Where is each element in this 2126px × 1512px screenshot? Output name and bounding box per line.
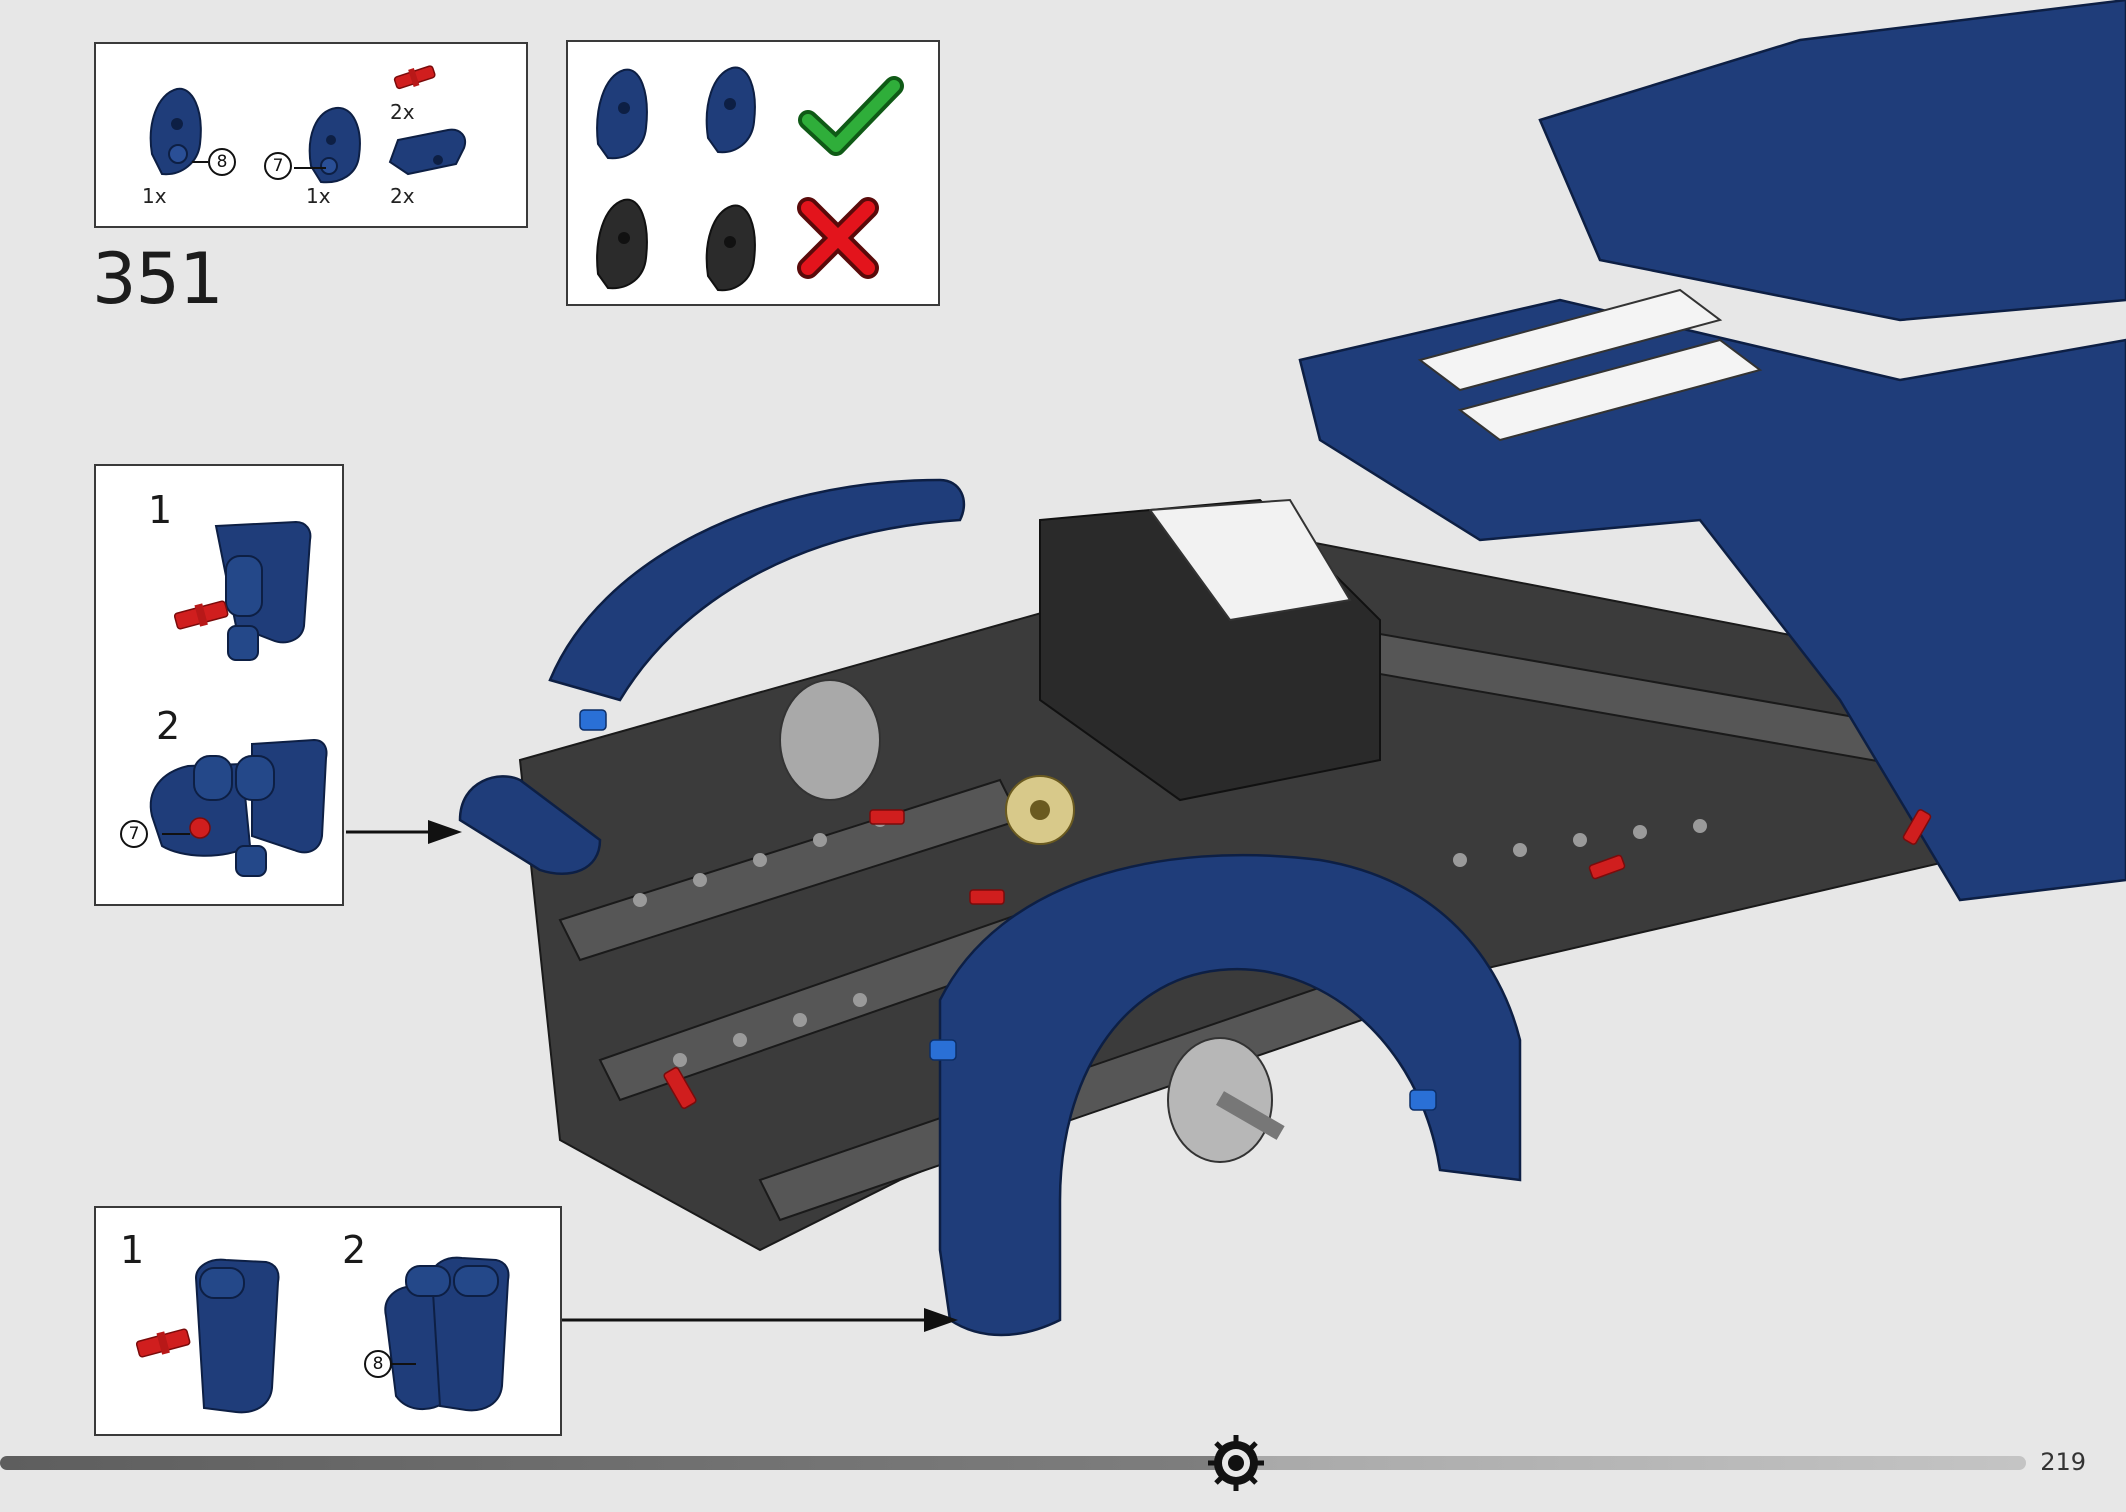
color-check-illustrations [596,66,904,292]
red-x-icon [797,197,879,279]
part-quantity: 1x [306,184,331,208]
substep-box-bottom: 1 2 8 [94,1206,562,1436]
position-label: 8 [364,1350,392,1378]
color-check-box [566,40,940,306]
blue-panel-part-icon [388,128,466,176]
blue-fairing-part-icon [149,87,202,176]
substep-illustrations [149,520,328,877]
substep-number: 2 [342,1228,367,1272]
part-quantity: 2x [390,184,415,208]
blue-front-fender [938,853,1522,1337]
blue-front-arch-left [458,478,966,875]
blue-fender-assembled-icon [384,1256,510,1412]
parts-list-box: 1x 1x 2x 2x 8 7 [94,42,528,228]
blue-fairing-part-icon [308,106,361,184]
wrong-black-part-icon [705,204,756,292]
progress-marker-icon [1208,1435,1264,1491]
position-label: 7 [264,152,292,180]
blue-fairing-assembled-icon [149,738,328,877]
substep-illustrations [135,1256,510,1414]
chassis-beams [558,618,2101,1222]
blue-fairing-with-pin-icon [173,520,312,661]
part-quantity: 1x [142,184,167,208]
page-progress-bar [0,1435,2026,1491]
callout-arrow [346,820,462,844]
wrong-black-part-icon [596,198,648,290]
blue-fender-with-pin-icon [135,1258,280,1414]
red-pins [663,809,1932,1109]
wheel-hub [779,679,881,801]
parts-illustrations [149,65,466,184]
red-pin-part-icon [393,65,436,90]
part-quantity: 2x [390,100,415,124]
page-number: 219 [2040,1448,2086,1476]
position-label: 8 [208,148,236,176]
correct-blue-part-icon [705,66,756,154]
callout-arrow [562,1308,958,1332]
step-number: 351 [92,238,224,320]
beam-holes [633,813,1707,1067]
blue-body-rear [1298,0,2126,902]
engine-block [1039,498,1381,802]
substep-number: 1 [120,1228,145,1272]
hood-white-stripes [1417,288,1763,442]
substep-box-top: 1 2 7 [94,464,344,906]
substep-number: 1 [148,488,173,532]
position-label: 7 [120,820,148,848]
correct-blue-part-icon [596,68,648,160]
substep-number: 2 [156,704,181,748]
blue-connectors [579,709,1437,1111]
